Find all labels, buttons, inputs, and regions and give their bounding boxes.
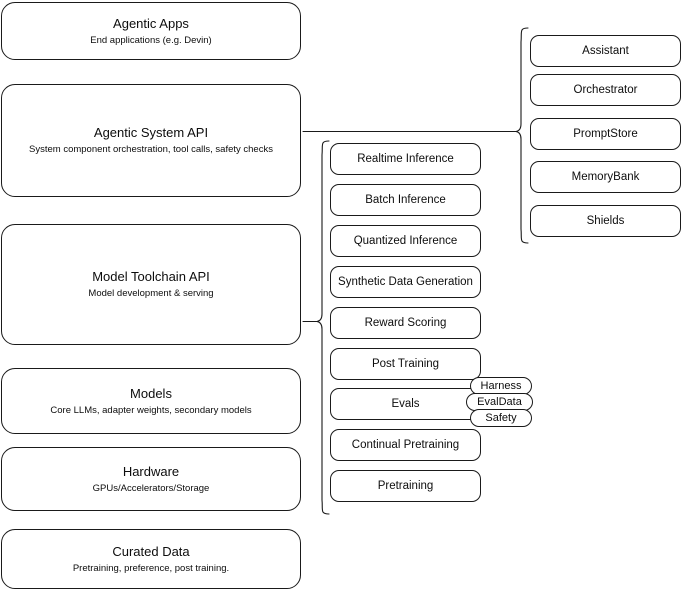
- layer-title: Agentic System API: [93, 125, 209, 140]
- agentic-item-label: PromptStore: [573, 127, 638, 140]
- agentic-item-label: Assistant: [582, 44, 629, 57]
- toolchain-item-label: Batch Inference: [365, 193, 446, 206]
- toolchain-item-label: Post Training: [371, 357, 440, 370]
- layer-title: Agentic Apps: [113, 15, 189, 31]
- evals-tag-label: EvalData: [477, 396, 522, 408]
- toolchain-item-realtime-inference[interactable]: Realtime Inference: [330, 143, 481, 175]
- agentic-item-memorybank[interactable]: MemoryBank: [530, 161, 681, 193]
- evals-tag-label: Harness: [480, 380, 522, 392]
- layer-box-agentic-apps[interactable]: Agentic Apps End applications (e.g. Devi…: [1, 2, 301, 60]
- layer-subtitle: System component orchestration, tool cal…: [29, 144, 273, 155]
- agentic-item-label: Orchestrator: [573, 83, 638, 96]
- layer-box-curated-data[interactable]: Curated Data Pretraining, preference, po…: [1, 529, 301, 589]
- agentic-item-label: Shields: [586, 214, 625, 227]
- toolchain-item-evals[interactable]: Evals: [330, 388, 481, 420]
- layer-subtitle: End applications (e.g. Devin): [90, 34, 212, 46]
- agentic-item-label: MemoryBank: [571, 170, 640, 183]
- layer-box-agentic-system-api[interactable]: Agentic System API System component orch…: [1, 84, 301, 197]
- layer-box-model-toolchain-api[interactable]: Model Toolchain API Model development & …: [1, 224, 301, 345]
- agentic-item-assistant[interactable]: Assistant: [530, 35, 681, 67]
- toolchain-item-label: Evals: [391, 397, 420, 410]
- toolchain-item-continual-pretraining[interactable]: Continual Pretraining: [330, 429, 481, 461]
- toolchain-item-reward-scoring[interactable]: Reward Scoring: [330, 307, 481, 339]
- layer-box-models[interactable]: Models Core LLMs, adapter weights, secon…: [1, 368, 301, 434]
- toolchain-item-quantized-inference[interactable]: Quantized Inference: [330, 225, 481, 257]
- toolchain-item-label: Quantized Inference: [353, 234, 458, 247]
- evals-tag-label: Safety: [485, 412, 517, 424]
- layer-subtitle: Model development & serving: [88, 288, 214, 299]
- layer-title: Model Toolchain API: [92, 269, 210, 284]
- toolchain-item-label: Realtime Inference: [357, 152, 454, 165]
- agentic-item-orchestrator[interactable]: Orchestrator: [530, 74, 681, 106]
- toolchain-item-batch-inference[interactable]: Batch Inference: [330, 184, 481, 216]
- toolchain-item-pretraining[interactable]: Pretraining: [330, 470, 481, 502]
- evals-tag-safety[interactable]: Safety: [470, 409, 532, 427]
- layer-subtitle: Core LLMs, adapter weights, secondary mo…: [50, 404, 252, 416]
- toolchain-item-synthetic-data-generation[interactable]: Synthetic Data Generation: [330, 266, 481, 298]
- brace-toolchain-column: [316, 140, 330, 515]
- toolchain-item-post-training[interactable]: Post Training: [330, 348, 481, 380]
- layer-title: Models: [130, 385, 172, 401]
- layer-title: Curated Data: [112, 543, 190, 559]
- layer-title: Hardware: [122, 463, 180, 479]
- brace-agentic-column: [515, 27, 529, 244]
- layer-subtitle: Pretraining, preference, post training.: [72, 562, 230, 574]
- toolchain-item-label: Pretraining: [377, 479, 434, 492]
- toolchain-item-label: Continual Pretraining: [351, 438, 460, 451]
- toolchain-item-label: Synthetic Data Generation: [338, 275, 473, 288]
- toolchain-item-label: Reward Scoring: [364, 316, 447, 329]
- layer-subtitle: GPUs/Accelerators/Storage: [92, 482, 210, 494]
- agentic-item-promptstore[interactable]: PromptStore: [530, 118, 681, 150]
- agentic-item-shields[interactable]: Shields: [530, 205, 681, 237]
- layer-box-hardware[interactable]: Hardware GPUs/Accelerators/Storage: [1, 447, 301, 511]
